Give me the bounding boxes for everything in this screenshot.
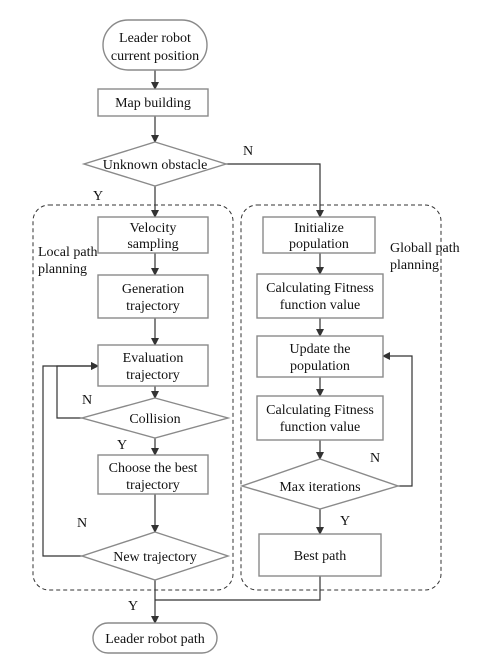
update-label-line2: population bbox=[290, 359, 350, 374]
edge-newtraj-loop bbox=[42, 362, 99, 557]
velocity-label-line1: Velocity bbox=[130, 221, 177, 236]
edge-labels: N Y N Y N Y N Y bbox=[77, 144, 380, 614]
velocity-label-line2: sampling bbox=[127, 237, 178, 252]
generation-label-line1: Generation bbox=[122, 282, 184, 297]
calculating-fitness-box-2 bbox=[256, 395, 384, 441]
calc2-label-line2: function value bbox=[280, 420, 360, 435]
evaluation-trajectory-box bbox=[97, 344, 209, 387]
update-population-box bbox=[256, 335, 384, 378]
newtraj-label: New trajectory bbox=[113, 550, 197, 565]
end-label: Leader robot path bbox=[105, 632, 205, 647]
edge-best-merge bbox=[155, 576, 321, 601]
map-building-box bbox=[97, 88, 209, 117]
maxiter-label: Max iterations bbox=[279, 480, 360, 495]
init-label-line1: Initialize bbox=[294, 221, 344, 236]
unknown-label: Unknown obstacle bbox=[103, 158, 208, 173]
calc1-label-line1: Calculating Fitness bbox=[266, 281, 374, 296]
choose-best-box bbox=[97, 454, 209, 495]
initialize-population-box bbox=[262, 216, 376, 254]
local-planning-group bbox=[32, 204, 234, 591]
edge-collision-loop bbox=[56, 362, 99, 419]
collision-yes-label: Y bbox=[117, 438, 127, 453]
maxiter-no-label: N bbox=[370, 451, 380, 466]
node-labels: Leader robot current position Map buildi… bbox=[103, 31, 374, 647]
local-group-label-line2: planning bbox=[38, 262, 87, 277]
unknown-no-label: N bbox=[243, 144, 253, 159]
edges bbox=[42, 70, 413, 624]
generation-trajectory-box bbox=[97, 274, 209, 319]
start-terminal bbox=[102, 19, 208, 71]
collision-no-label: N bbox=[82, 393, 92, 408]
init-label-line2: population bbox=[289, 237, 349, 252]
update-label-line1: Update the bbox=[289, 342, 350, 357]
collision-diamond bbox=[79, 397, 231, 439]
maxiter-yes-label: Y bbox=[340, 514, 350, 529]
global-planning-group bbox=[240, 204, 442, 591]
local-group-label-line1: Local path bbox=[38, 245, 97, 260]
unknown-yes-label: Y bbox=[93, 189, 103, 204]
generation-label-line2: trajectory bbox=[126, 299, 180, 314]
max-iterations-diamond bbox=[239, 458, 401, 510]
best-label: Best path bbox=[294, 549, 347, 564]
choose-label-line2: trajectory bbox=[126, 478, 180, 493]
global-group-label-line2: planning bbox=[390, 258, 439, 273]
evaluation-label-line2: trajectory bbox=[126, 368, 180, 383]
end-terminal bbox=[92, 622, 218, 654]
best-path-box bbox=[258, 533, 382, 577]
shapes bbox=[79, 19, 401, 654]
choose-label-line1: Choose the best bbox=[109, 461, 198, 476]
unknown-obstacle-diamond bbox=[81, 141, 229, 187]
newtraj-yes-label: Y bbox=[128, 599, 138, 614]
velocity-sampling-box bbox=[97, 216, 209, 254]
edge-unknown-init bbox=[226, 163, 324, 218]
edge-maxiter-loop bbox=[382, 352, 413, 487]
calc2-label-line1: Calculating Fitness bbox=[266, 403, 374, 418]
group-labels: Local path planning Globall path plannin… bbox=[38, 241, 460, 277]
calculating-fitness-box-1 bbox=[256, 273, 384, 319]
calc1-label-line2: function value bbox=[280, 298, 360, 313]
collision-label: Collision bbox=[129, 412, 180, 427]
map-label: Map building bbox=[115, 96, 191, 111]
global-group-label-line1: Globall path bbox=[390, 241, 460, 256]
start-label-line1: Leader robot bbox=[119, 31, 191, 46]
new-trajectory-diamond bbox=[79, 531, 231, 581]
start-label-line2: current position bbox=[111, 49, 199, 64]
evaluation-label-line1: Evaluation bbox=[123, 351, 184, 366]
newtraj-no-label: N bbox=[77, 516, 87, 531]
